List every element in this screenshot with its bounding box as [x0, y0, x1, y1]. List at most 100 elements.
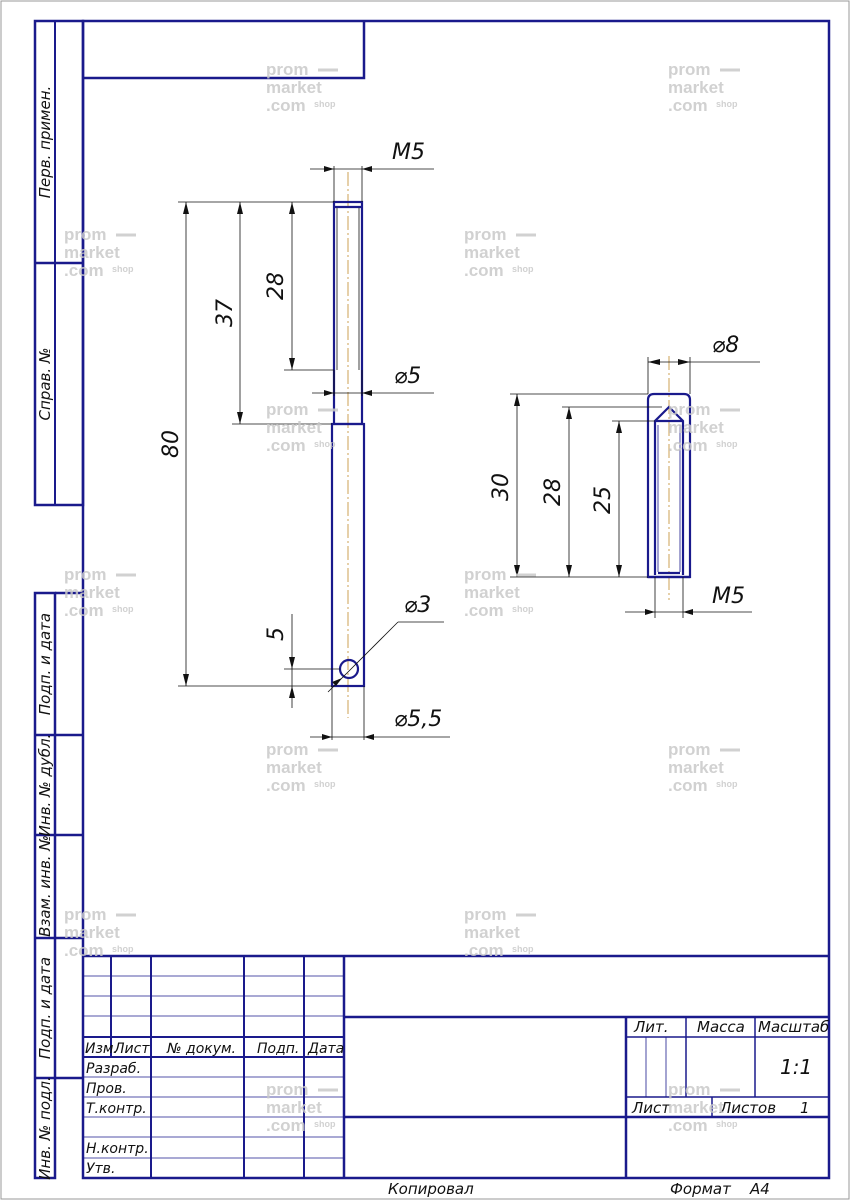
- watermark-text: market: [266, 758, 322, 777]
- dim-m5-bottom: М5: [712, 584, 745, 609]
- watermark-text: .com: [464, 941, 504, 960]
- tb-role-nkontr: Н.контр.: [86, 1141, 149, 1157]
- dim-d5: ⌀5: [394, 364, 421, 389]
- watermark-suffix: shop: [716, 439, 738, 449]
- dim-28-p2: 28: [541, 478, 566, 506]
- watermark-text: prom: [464, 565, 507, 584]
- tb-scale-value: 1:1: [780, 1055, 812, 1079]
- dim-37: 37: [213, 299, 238, 327]
- part1-hole: [338, 658, 360, 680]
- watermark-text: .com: [668, 776, 708, 795]
- watermark-text: market: [668, 758, 724, 777]
- watermark-text: market: [464, 243, 520, 262]
- dim-5: 5: [264, 627, 289, 641]
- tb-col-izm: Изм.: [85, 1041, 118, 1057]
- drawing-frame: [33, 19, 831, 1180]
- watermark-text: prom: [668, 400, 711, 419]
- side-label-podl: Инв. № подл.: [36, 1076, 54, 1179]
- watermark-text: prom: [668, 60, 711, 79]
- part-1-pin: [330, 172, 366, 718]
- tb-role-utv: Утв.: [86, 1161, 115, 1177]
- dim-d3: ⌀3: [404, 593, 431, 618]
- tb-sheets-value: 1: [800, 1099, 810, 1117]
- tb-sheet: Лист: [631, 1099, 671, 1117]
- watermark-text: market: [668, 418, 724, 437]
- watermark-suffix: shop: [314, 1119, 336, 1129]
- tb-col-podp: Подп.: [257, 1041, 299, 1057]
- dim-30: 30: [489, 473, 514, 501]
- watermark-suffix: shop: [512, 604, 534, 614]
- footer-format: Формат: [670, 1180, 732, 1198]
- watermark-text: market: [668, 78, 724, 97]
- watermark-suffix: shop: [716, 1119, 738, 1129]
- part1-dimensions: М5 80 37 28 ⌀5 5: [159, 140, 450, 740]
- watermark-text: .com: [464, 601, 504, 620]
- dim-28-p1: 28: [264, 272, 289, 300]
- watermark-text: market: [64, 583, 120, 602]
- watermark-text: .com: [266, 1116, 306, 1135]
- tb-sheets: Листов: [719, 1099, 776, 1117]
- watermark-suffix: shop: [716, 779, 738, 789]
- watermark-text: market: [464, 583, 520, 602]
- tb-col-dokum: № докум.: [166, 1041, 236, 1057]
- side-labels: Перв. примен. Справ. № Подп. и дата Инв.…: [36, 86, 54, 1180]
- watermark-text: prom: [64, 565, 107, 584]
- watermark-text: prom: [668, 1080, 711, 1099]
- watermark-suffix: shop: [512, 264, 534, 274]
- side-label-vzam: Взам. инв. №: [36, 835, 54, 937]
- watermark-text: .com: [266, 96, 306, 115]
- dim-d8: ⌀8: [712, 333, 739, 358]
- watermark-text: .com: [668, 96, 708, 115]
- watermark-text: .com: [64, 601, 104, 620]
- watermark-text: market: [64, 923, 120, 942]
- part-2-bushing: [646, 356, 692, 600]
- watermark-text: .com: [64, 261, 104, 280]
- watermark-text: prom: [668, 740, 711, 759]
- tb-lit: Лит.: [633, 1018, 669, 1036]
- title-block: Изм. Лист № докум. Подп. Дата Разраб. Пр…: [83, 954, 829, 1178]
- watermark-text: prom: [266, 740, 309, 759]
- footer: Копировал Формат А4: [388, 1180, 770, 1198]
- watermark-suffix: shop: [112, 604, 134, 614]
- side-label-sprav: Справ. №: [36, 348, 54, 421]
- watermark-text: .com: [464, 261, 504, 280]
- tb-mass: Масса: [697, 1018, 745, 1036]
- side-label-dubl: Инв. № дубл.: [36, 734, 54, 837]
- tb-scale-label: Масштаб: [758, 1018, 829, 1036]
- dim-m5-top: М5: [392, 140, 425, 165]
- tb-col-list: Лист: [113, 1041, 150, 1057]
- watermark-text: prom: [64, 225, 107, 244]
- footer-copied: Копировал: [388, 1180, 474, 1198]
- side-label-podp2: Подп. и дата: [36, 957, 54, 1059]
- watermark-suffix: shop: [512, 944, 534, 954]
- side-label-podp1: Подп. и дата: [36, 613, 54, 715]
- tb-role-razrab: Разраб.: [86, 1061, 141, 1077]
- watermark-text: .com: [668, 436, 708, 455]
- watermark-text: prom: [464, 905, 507, 924]
- watermark-text: market: [266, 78, 322, 97]
- watermark-text: market: [464, 923, 520, 942]
- watermark-suffix: shop: [314, 99, 336, 109]
- dim-80: 80: [159, 430, 184, 458]
- watermark-suffix: shop: [314, 439, 336, 449]
- watermark-text: prom: [64, 905, 107, 924]
- tb-role-prov: Пров.: [86, 1081, 127, 1097]
- watermark-text: market: [64, 243, 120, 262]
- watermark-text: market: [266, 418, 322, 437]
- watermark-suffix: shop: [314, 779, 336, 789]
- watermark-text: .com: [668, 1116, 708, 1135]
- tb-col-data: Дата: [307, 1041, 344, 1057]
- watermark-text: market: [266, 1098, 322, 1117]
